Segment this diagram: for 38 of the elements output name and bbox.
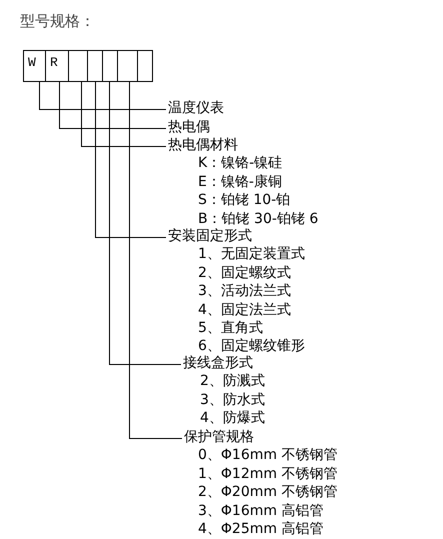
option-text: 3、活动法兰式 [198,284,291,300]
leader-line [95,82,166,238]
option-text: 1、Φ12mm 不锈钢管 [198,467,338,482]
code-cell [102,50,118,82]
leader-line [81,82,166,147]
code-cell [87,50,103,82]
option-text: 6、固定螺纹锥形 [198,339,305,354]
option-text: S：铂铑 10-铂 [198,193,290,208]
option-text: 2、Φ20mm 不锈钢管 [198,485,338,500]
option-text: 3、防水式 [200,393,265,408]
option-text: 4、固定法兰式 [198,303,291,318]
code-cell: R [45,50,69,82]
category-heading: 热电偶材料 [168,138,238,154]
leader-line [39,82,166,110]
option-text: 0、Φ16mm 不锈钢管 [198,448,338,464]
option-text: E：镍铬-康铜 [198,175,282,190]
code-cell [68,50,88,82]
code-cell: W [23,50,46,82]
category-heading: 温度仪表 [168,101,224,116]
option-text: B：铂铑 30-铂铑 6 [198,212,318,228]
category-heading: 热电偶 [168,120,210,136]
title: 型号规格： [20,13,95,30]
category-heading: 接线盒形式 [183,356,253,372]
option-text: K：镍铬-镍硅 [198,156,282,172]
category-heading: 保护管规格 [184,430,254,446]
code-cell [117,50,138,82]
leader-line [109,82,182,365]
leader-line [59,82,166,129]
option-text: 5、直角式 [198,321,263,336]
code-cell [137,50,153,82]
category-heading: 安装固定形式 [168,229,252,244]
option-text: 4、防爆式 [200,411,265,426]
leader-line [129,82,182,439]
option-text: 1、无固定装置式 [198,247,305,262]
option-text: 2、固定螺纹式 [198,266,291,282]
option-text: 3、Φ16mm 高铝管 [198,504,324,520]
option-text: 2、防溅式 [200,374,265,390]
option-text: 4、Φ25mm 高铝管 [198,522,324,538]
